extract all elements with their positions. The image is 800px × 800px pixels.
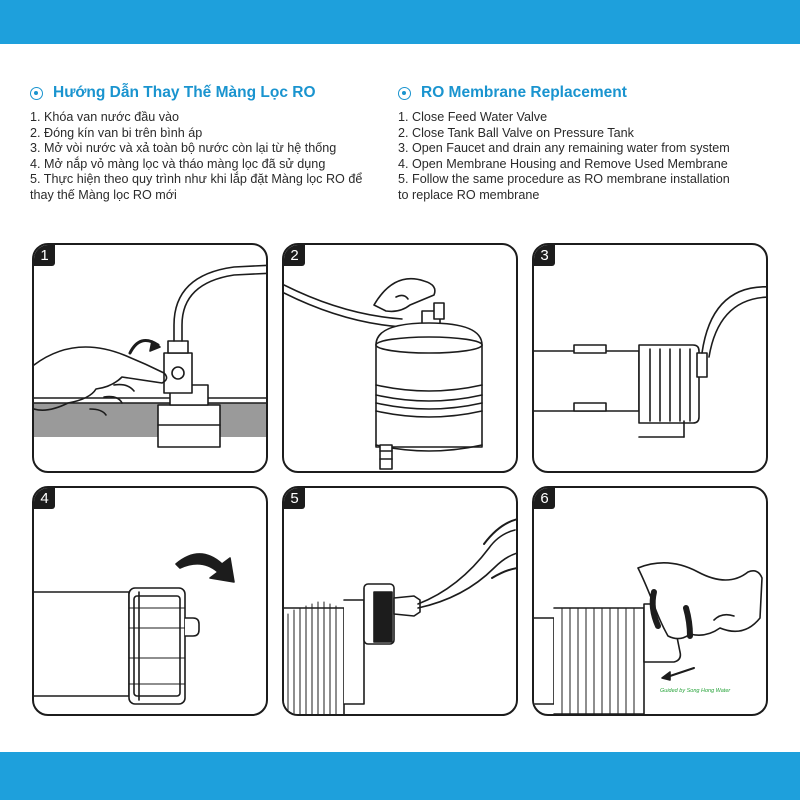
vietnamese-instructions: Hướng Dẫn Thay Thế Màng Lọc RO 1. Khóa v…	[30, 80, 390, 204]
step-panel-5: 5	[282, 486, 518, 716]
vietnamese-step-list: 1. Khóa van nước đầu vào 2. Đóng kín van…	[30, 110, 390, 204]
step-panel-4: 4	[32, 486, 268, 716]
bottom-color-band	[0, 752, 800, 800]
english-step: 5. Follow the same procedure as RO membr…	[398, 172, 730, 187]
english-step: 3. Open Faucet and drain any remaining w…	[398, 141, 730, 156]
step-panel-2: 2	[282, 243, 518, 473]
insert-membrane-illustration	[534, 562, 763, 714]
vietnamese-step: 4. Mở nắp vỏ màng lọc và tháo màng lọc đ…	[30, 156, 326, 171]
english-step-list: 1. Close Feed Water Valve 2. Close Tank …	[398, 110, 783, 204]
vietnamese-heading: Hướng Dẫn Thay Thế Màng Lọc RO	[30, 80, 390, 106]
vietnamese-step: 3. Mở vòi nước và xả toàn bộ nước còn lạ…	[30, 141, 337, 156]
step-number: 2	[284, 245, 305, 266]
english-heading: RO Membrane Replacement	[398, 80, 783, 106]
credit-text: Guided by Song Hong Water	[660, 688, 731, 694]
english-heading-text: RO Membrane Replacement	[421, 84, 627, 101]
step-number: 3	[534, 245, 555, 266]
vietnamese-step: 2. Đóng kín van bi trên bình áp	[30, 125, 203, 140]
english-step: 2. Close Tank Ball Valve on Pressure Tan…	[398, 125, 634, 140]
vietnamese-step: thay thế Màng lọc RO mới	[30, 187, 177, 202]
step-number: 6	[534, 488, 555, 509]
step-panel-3: 3	[532, 243, 768, 473]
english-step: 1. Close Feed Water Valve	[398, 110, 548, 124]
feed-valve-illustration	[34, 264, 266, 448]
vietnamese-heading-text: Hướng Dẫn Thay Thế Màng Lọc RO	[53, 84, 316, 101]
vietnamese-step: 1. Khóa van nước đầu vào	[30, 110, 180, 124]
housing-drain-illustration	[534, 286, 766, 438]
english-instructions: RO Membrane Replacement 1. Close Feed Wa…	[398, 80, 783, 204]
step-number: 4	[34, 488, 55, 509]
circle-bullet-icon	[30, 86, 43, 100]
english-step: 4. Open Membrane Housing and Remove Used…	[398, 156, 728, 171]
step-panel-6: 6 Guided by Song Hong Water	[532, 486, 768, 716]
step-number: 1	[34, 245, 55, 266]
circle-bullet-icon	[398, 86, 411, 100]
open-housing-illustration	[34, 553, 235, 705]
tank-valve-illustration	[284, 277, 483, 470]
step-panel-1: 1	[32, 243, 268, 473]
step-number: 5	[284, 488, 305, 509]
vietnamese-step: 5. Thực hiện theo quy trình như khi lắp …	[30, 172, 363, 187]
english-step: to replace RO membrane	[398, 187, 540, 202]
top-color-band	[0, 0, 800, 44]
pliers-membrane-illustration	[284, 518, 516, 714]
